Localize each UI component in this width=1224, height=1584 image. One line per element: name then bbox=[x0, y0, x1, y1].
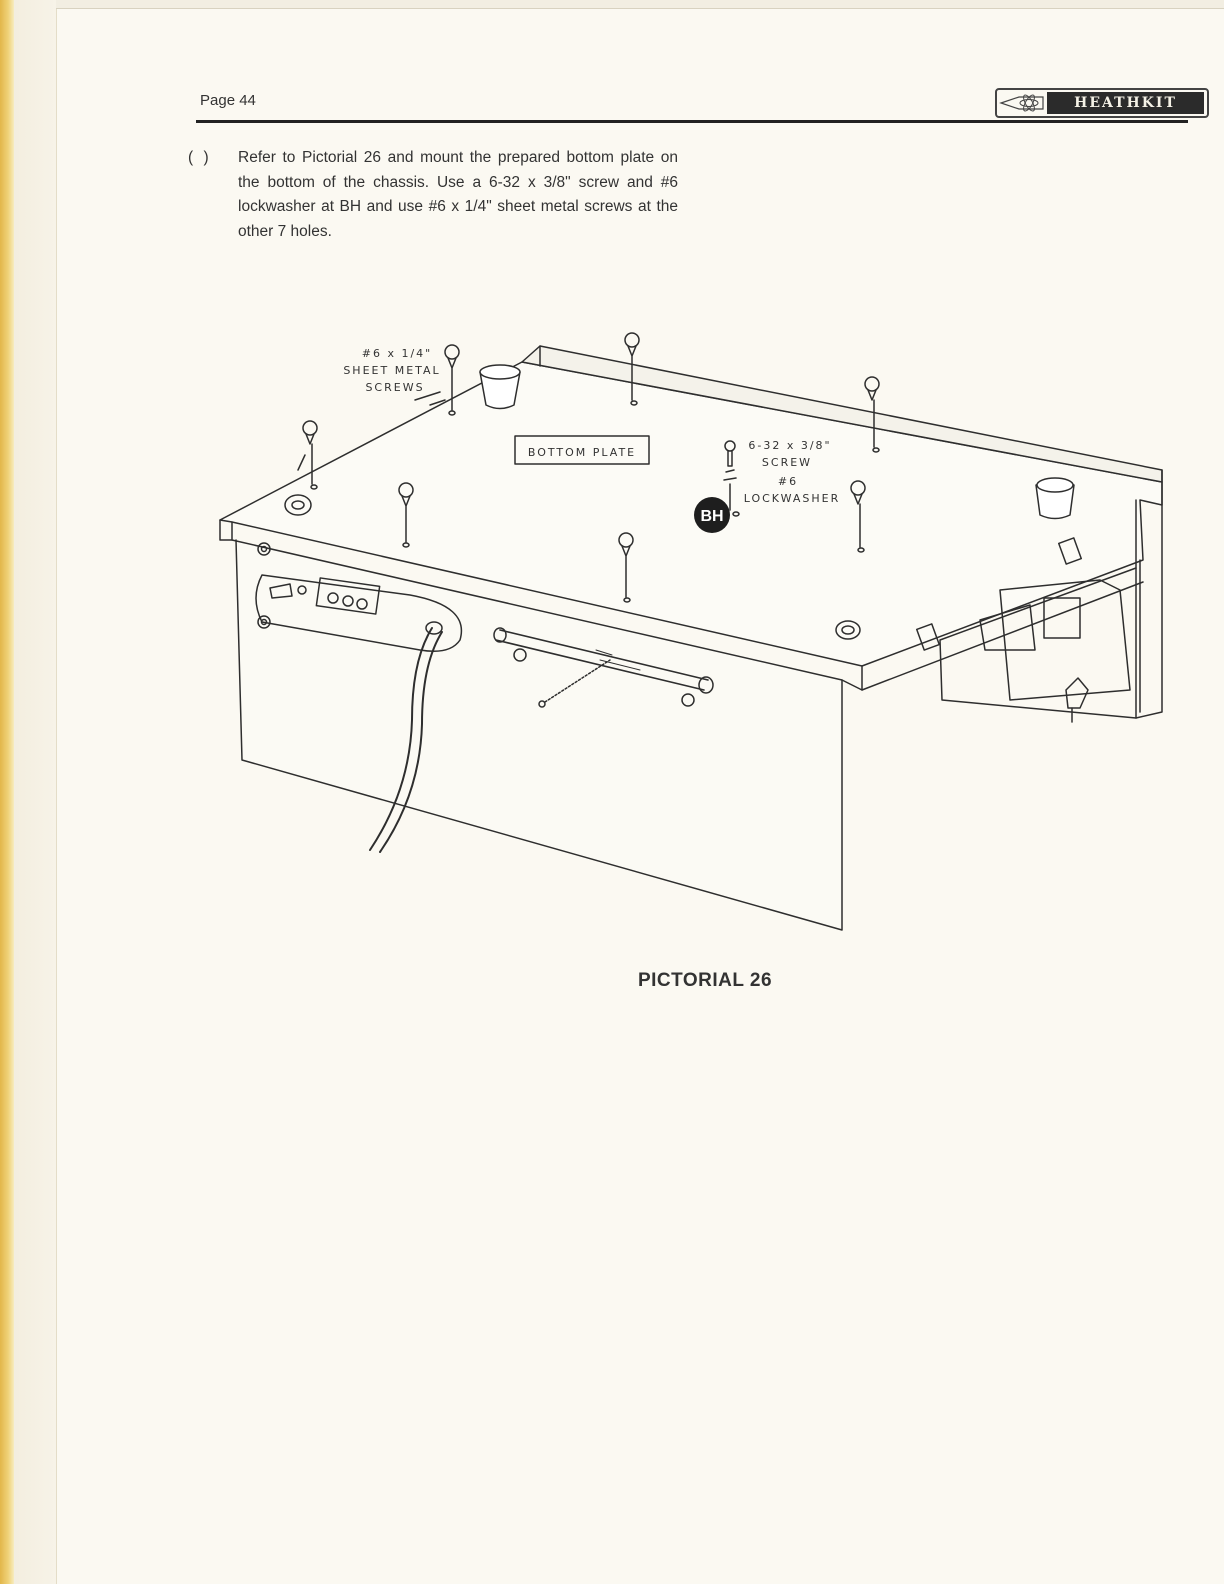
brand-logo: HEATHKIT bbox=[995, 88, 1209, 118]
screw-label-2: SCREW bbox=[762, 456, 812, 469]
screw-marks bbox=[302, 332, 880, 603]
atom-icon bbox=[997, 90, 1047, 116]
lockwasher-label-1: #6 bbox=[778, 475, 798, 488]
screw-icon bbox=[444, 344, 460, 416]
sheet-metal-screw-label-1: #6 x 1/4" bbox=[362, 347, 432, 360]
bottom-plate-label-box bbox=[514, 435, 650, 465]
bh-callout: BH bbox=[700, 508, 723, 525]
screw-icon bbox=[398, 482, 414, 548]
screw-icon bbox=[618, 532, 634, 603]
screw-label-1: 6-32 x 3/8" bbox=[748, 439, 831, 452]
bh-screw-icon bbox=[723, 440, 740, 517]
page-edge-left bbox=[0, 0, 14, 1584]
step-checkbox[interactable]: ( ) bbox=[188, 149, 212, 166]
instruction-step: ( ) Refer to Pictorial 26 and mount the … bbox=[188, 146, 688, 244]
page-edge-top bbox=[56, 0, 1224, 9]
header-rule bbox=[196, 120, 1188, 123]
brand-name: HEATHKIT bbox=[1047, 92, 1204, 114]
page-edge-stack bbox=[14, 0, 57, 1584]
screw-icon bbox=[624, 332, 640, 406]
bh-callout-badge bbox=[694, 497, 730, 533]
page-number: Page 44 bbox=[200, 92, 256, 109]
sheet-metal-screw-label-2: SHEET METAL bbox=[343, 364, 440, 377]
bottom-plate-label: BOTTOM PLATE bbox=[528, 446, 636, 459]
sheet-metal-screw-label-3: SCREWS bbox=[365, 381, 424, 394]
figure-caption: PICTORIAL 26 bbox=[637, 970, 773, 991]
screw-icon bbox=[864, 376, 880, 453]
front-panel bbox=[231, 521, 843, 931]
power-cord bbox=[369, 627, 433, 851]
screw-icon bbox=[302, 420, 318, 490]
step-text: Refer to Pictorial 26 and mount the prep… bbox=[238, 149, 678, 240]
screw-icon bbox=[850, 480, 866, 553]
lockwasher-label-2: LOCKWASHER bbox=[744, 492, 841, 505]
